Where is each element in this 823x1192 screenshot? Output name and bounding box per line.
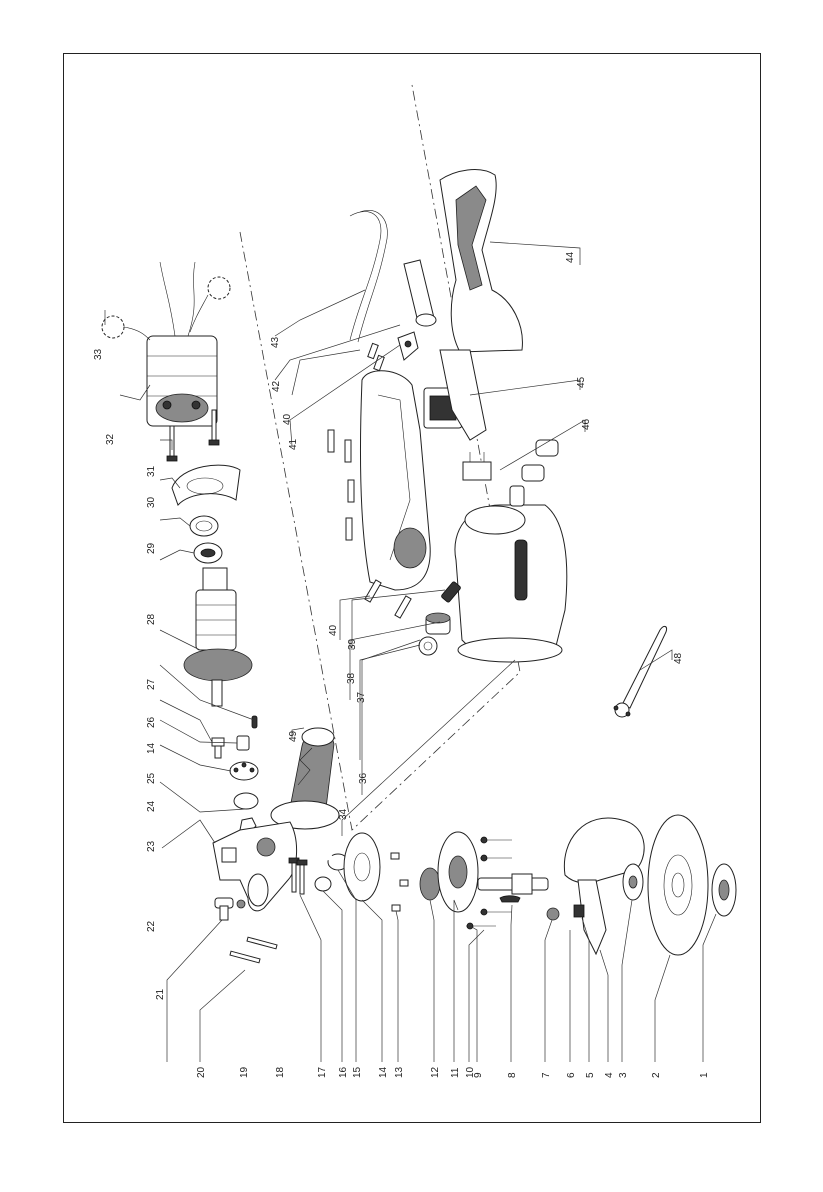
power-cable-part-43 [350,210,387,342]
rear-handle-part-44 [440,170,522,352]
side-handle-part-49 [271,728,339,829]
callout-8: 8 [507,1072,518,1078]
gear-part-16 [344,833,380,901]
callout-25: 25 [146,772,157,784]
callout-38: 38 [346,672,357,684]
callout-36: 36 [358,772,369,784]
callout-23: 23 [146,840,157,852]
callout-22: 22 [146,920,157,932]
screws-part-15 [391,853,408,911]
parts [102,170,736,963]
callout-1: 1 [699,1072,710,1078]
callout-21: 21 [155,988,166,1000]
handle-half-part-39 [360,371,430,590]
callout-28: 28 [146,613,157,625]
cable-sleeve-part-42 [404,260,436,326]
callout-20: 20 [196,1066,207,1078]
callout-7: 7 [541,1072,552,1078]
brush-holder-part-37 [426,613,450,634]
bearing-cap-part-29 [190,516,218,536]
callout-49: 49 [288,730,299,742]
washer-part-36 [419,637,437,655]
callout-45: 45 [576,376,587,388]
callout-42: 42 [271,380,282,392]
bearing-part-24 [230,762,258,780]
spanner-part-48 [614,626,667,717]
callout-44: 44 [565,251,576,263]
callout-11: 11 [450,1067,461,1078]
callout-15: 15 [352,1066,363,1078]
spindle-part-9 [478,874,548,902]
callout-40: 40 [328,624,339,636]
callout-2: 2 [651,1072,662,1078]
screws-part-40-upper [368,343,384,370]
cable-terminals-part-33 [102,277,230,340]
nut-part-7 [547,908,559,920]
screws-part-20 [230,937,277,963]
screw-part-14 [212,738,224,758]
callout-29: 29 [146,542,157,554]
capacitor-part-46 [463,440,558,506]
callout-32: 32 [105,433,116,445]
callout-43: 43 [270,336,281,348]
callout-18: 18 [275,1066,286,1078]
callout-24: 24 [146,800,157,812]
callout-33: 33 [93,348,104,360]
sleeve-part-25 [237,736,249,750]
screws-part-19 [289,858,307,894]
flange-part-3 [623,864,643,900]
switch-part-45 [424,350,486,440]
callout-17: 17 [317,1066,328,1078]
callout-31: 31 [146,465,157,477]
grinding-disc-part-2 [648,815,708,955]
callout-41: 41 [288,438,299,450]
callout-13: 13 [394,1066,405,1078]
callout-4: 4 [604,1072,615,1078]
callout-5: 5 [585,1072,596,1078]
callout-27: 27 [146,678,157,690]
armature-part-27 [184,568,252,706]
callout-3: 3 [618,1072,629,1078]
callout-6: 6 [566,1072,577,1078]
callout-39: 39 [347,638,358,650]
callout-14b: 14 [146,742,157,754]
callout-48: 48 [673,652,684,664]
stator-part-32 [147,262,217,426]
brush-holder-part-30 [172,465,240,505]
callout-16: 16 [338,1066,349,1078]
bearing-sleeve-part-23 [234,793,258,809]
callout-10: 10 [465,1066,476,1078]
callout-34: 34 [338,808,349,820]
sleeve-part-18 [315,877,331,891]
bearing-part-13 [420,868,440,900]
callout-26: 26 [146,716,157,728]
callout-30: 30 [146,496,157,508]
callout-12: 12 [430,1066,441,1078]
bearing-part-28 [194,543,222,563]
callout-37: 37 [356,691,367,703]
callout-40b: 40 [282,413,293,425]
motor-housing-part-34 [455,505,567,662]
callout-14: 14 [378,1066,389,1078]
key-part-26 [252,716,257,728]
callout-19: 19 [239,1066,250,1078]
callout-46: 46 [581,418,592,430]
cable-clamp-part-41 [398,332,418,360]
flange-nut-part-1 [712,864,736,916]
spindle-lock-part-21 [215,898,245,920]
bearing-plate-part-12 [438,832,478,912]
